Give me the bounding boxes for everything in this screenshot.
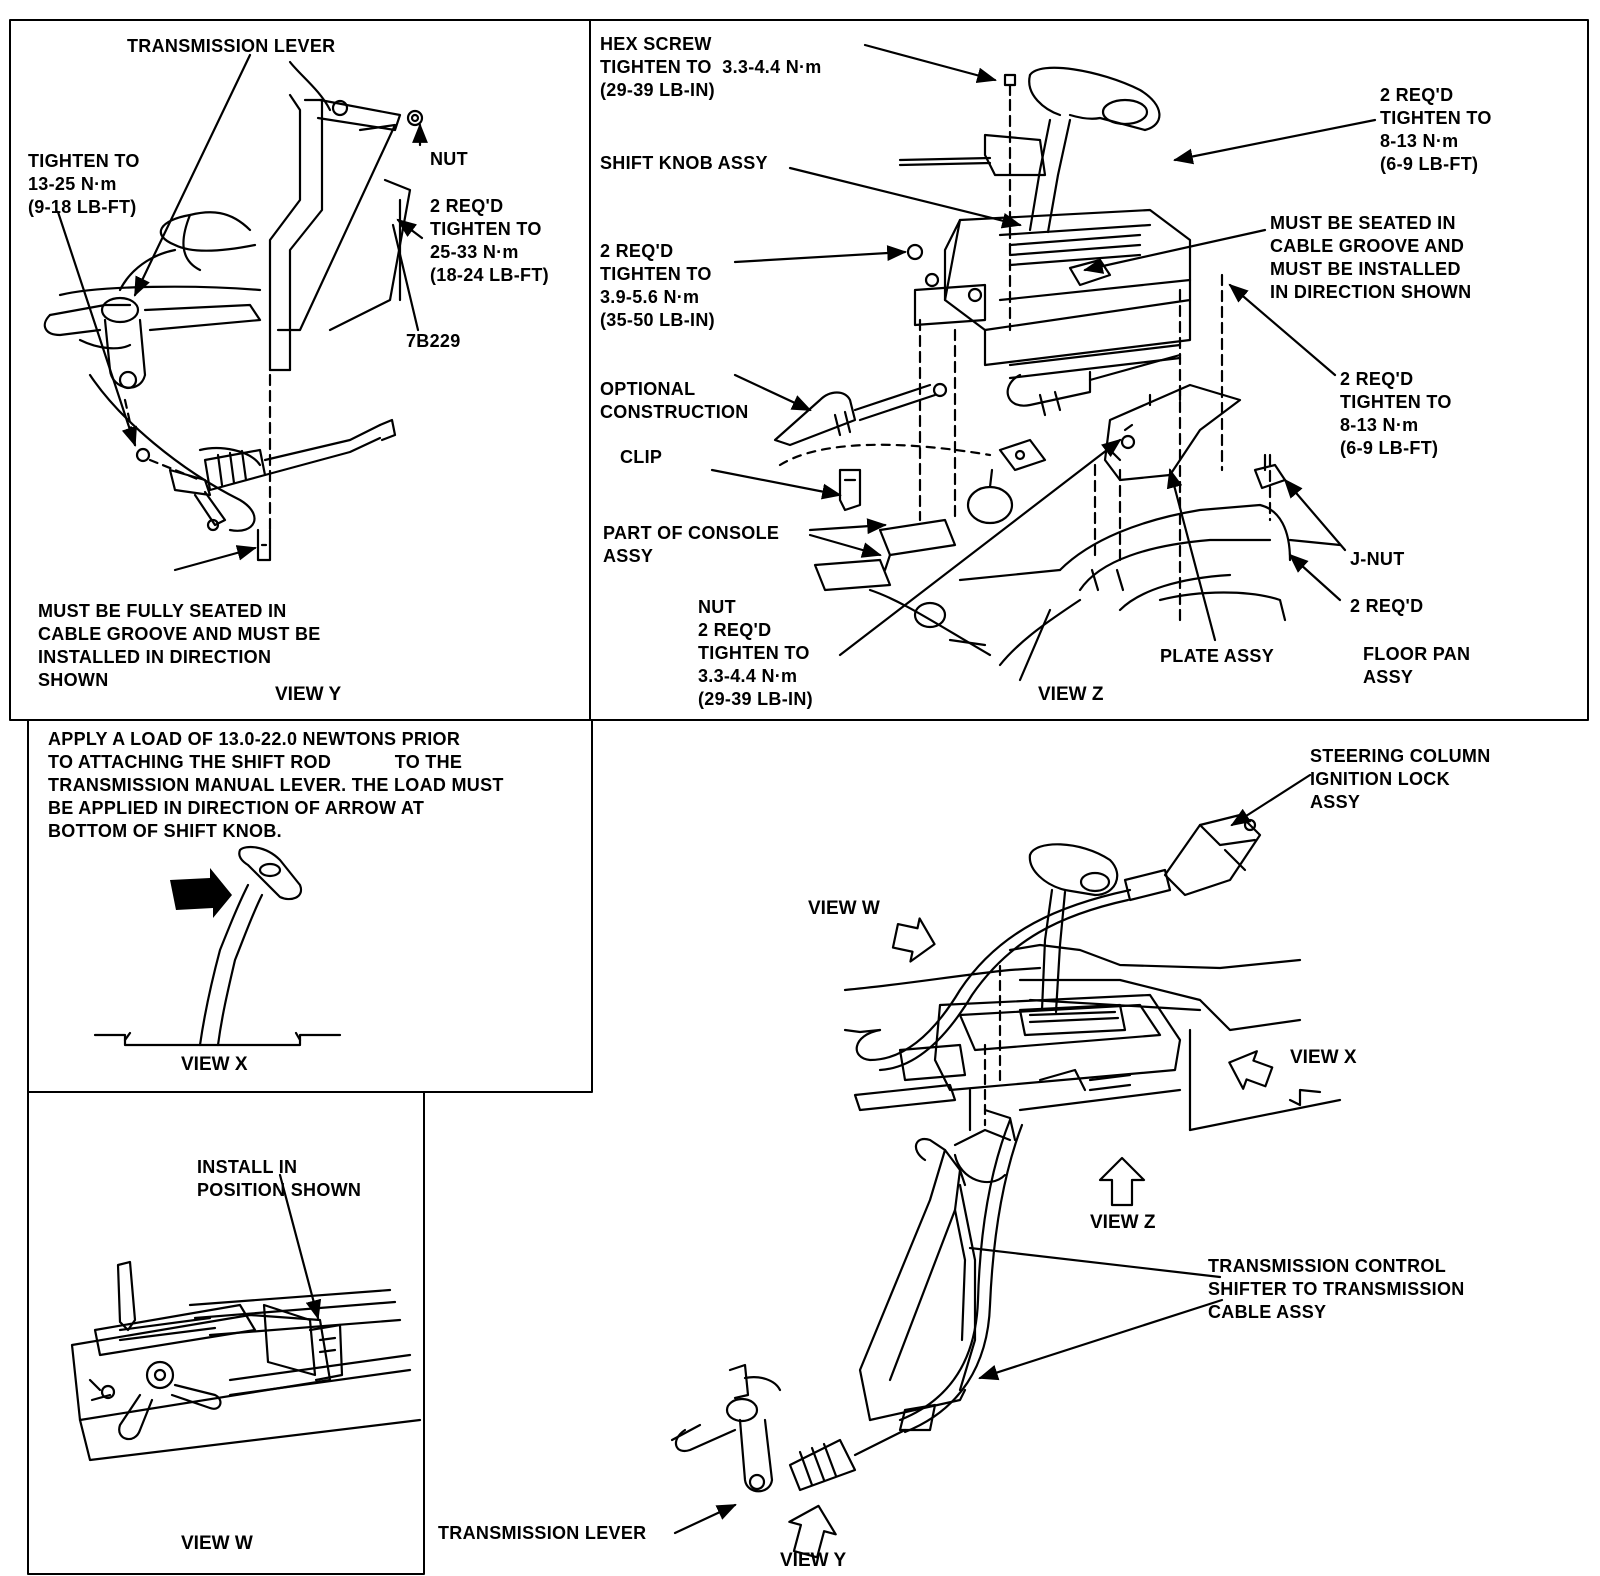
view-z-title: VIEW Z [1038, 684, 1104, 705]
view-pointer-arrows [788, 917, 1274, 1559]
view-z-optional-construction-label: OPTIONAL CONSTRUCTION [600, 379, 749, 422]
steering-column-label: STEERING COLUMN IGNITION LOCK ASSY [1310, 746, 1491, 812]
view-y-leaders [56, 53, 428, 572]
overview-drawing [670, 813, 1342, 1493]
view-z-floor-pan-label: FLOOR PAN ASSY [1363, 644, 1471, 687]
view-x-title: VIEW X [181, 1054, 248, 1075]
overview-view-y-label: VIEW Y [780, 1550, 847, 1571]
view-y-bracket-torque-label: 2 REQ'D TIGHTEN TO 25-33 N·m (18-24 LB-F… [430, 196, 549, 285]
view-y-title: VIEW Y [275, 684, 342, 705]
view-z-clip-label: CLIP [620, 447, 663, 467]
cable-assy-label: TRANSMISSION CONTROL SHIFTER TO TRANSMIS… [1208, 1256, 1465, 1322]
overview-leaders [673, 773, 1312, 1535]
overview-view-z-label: VIEW Z [1090, 1212, 1156, 1233]
view-z-torque-left-label: 2 REQ'D TIGHTEN TO 3.9-5.6 N·m (35-50 LB… [600, 241, 715, 330]
view-w-title: VIEW W [181, 1533, 253, 1554]
view-y-lever-torque-label: TIGHTEN TO 13-25 N·m (9-18 LB-FT) [28, 151, 140, 217]
view-z-torque-right-label: 2 REQ'D TIGHTEN TO 8-13 N·m (6-9 LB-FT) [1340, 369, 1452, 458]
view-z-leaders [710, 43, 1377, 657]
view-y-drawing [43, 60, 424, 562]
view-y-clip-note: MUST BE FULLY SEATED IN CABLE GROOVE AND… [38, 601, 321, 690]
view-y-part-number-label: 7B229 [406, 331, 461, 351]
view-z-console-label: PART OF CONSOLE ASSY [603, 523, 780, 566]
view-z-drawing [773, 66, 1342, 682]
view-z-two-req-label: 2 REQ'D [1350, 596, 1424, 616]
panel-frames [9, 19, 1589, 1575]
view-y-nut-label: NUT [430, 149, 468, 169]
overview-view-w-label: VIEW W [808, 898, 880, 919]
view-y-transmission-lever-label: TRANSMISSION LEVER [127, 36, 336, 56]
view-z-nut-torque-label: NUT 2 REQ'D TIGHTEN TO 3.3-4.4 N·m (29-3… [698, 597, 813, 709]
overview-view-x-label: VIEW X [1290, 1047, 1357, 1068]
view-z-jnut-label: J-NUT [1350, 549, 1405, 569]
view-z-seated-note: MUST BE SEATED IN CABLE GROOVE AND MUST … [1270, 213, 1472, 302]
view-w-drawing [70, 1260, 422, 1462]
view-w-install-note: INSTALL IN POSITION SHOWN [197, 1157, 362, 1200]
view-x-load-note: APPLY A LOAD OF 13.0-22.0 NEWTONS PRIOR … [48, 729, 504, 841]
view-z-torque-top-right-label: 2 REQ'D TIGHTEN TO 8-13 N·m (6-9 LB-FT) [1380, 85, 1492, 174]
view-z-plate-label: PLATE ASSY [1160, 646, 1275, 666]
view-w-leaders [278, 1173, 322, 1320]
view-z-hex-screw-label: HEX SCREW TIGHTEN TO 3.3-4.4 N·m (29-39 … [600, 34, 822, 100]
view-z-shift-knob-label: SHIFT KNOB ASSY [600, 153, 768, 173]
view-x-drawing [93, 845, 342, 1047]
overview-transmission-lever-label: TRANSMISSION LEVER [438, 1523, 647, 1543]
